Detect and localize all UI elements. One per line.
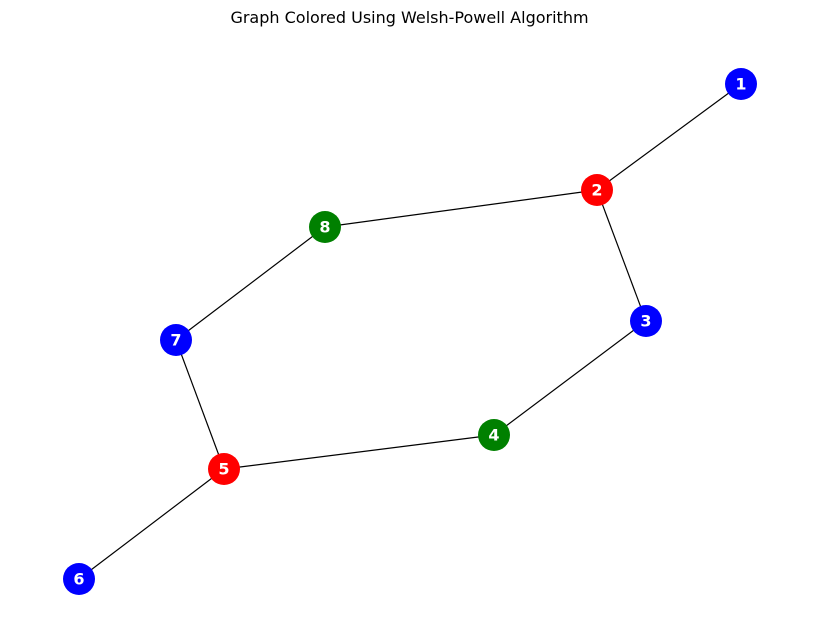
edge-1-2 [596,83,742,191]
diagram-title: Graph Colored Using Welsh-Powell Algorit… [230,8,589,27]
edge-2-3 [596,189,647,322]
node-layer: 1 2 3 4 5 6 7 8 [63,68,757,595]
node-6: 6 [63,563,95,595]
node-3: 3 [630,305,662,337]
node-label-3: 3 [640,312,651,331]
edge-layer [78,83,742,580]
node-label-6: 6 [73,570,84,589]
edge-2-8 [324,189,598,228]
node-circle-8 [309,211,341,243]
edge-3-4 [493,320,647,436]
node-label-1: 1 [735,75,746,94]
node-7: 7 [160,324,192,356]
node-8: 8 [309,211,341,243]
node-label-7: 7 [170,331,181,350]
node-label-2: 2 [591,181,602,200]
node-1: 1 [725,68,757,100]
node-circle-6 [63,563,95,595]
node-4: 4 [478,419,510,451]
node-circle-4 [478,419,510,451]
node-5: 5 [208,453,240,485]
node-label-8: 8 [319,218,330,237]
node-2: 2 [581,174,613,206]
edge-4-5 [223,434,495,470]
edge-5-7 [175,339,225,470]
edge-5-6 [78,468,225,580]
node-circle-7 [160,324,192,356]
node-label-5: 5 [218,460,229,479]
node-circle-3 [630,305,662,337]
node-circle-1 [725,68,757,100]
node-circle-2 [581,174,613,206]
node-label-4: 4 [488,426,499,445]
edge-7-8 [175,226,326,341]
node-circle-5 [208,453,240,485]
